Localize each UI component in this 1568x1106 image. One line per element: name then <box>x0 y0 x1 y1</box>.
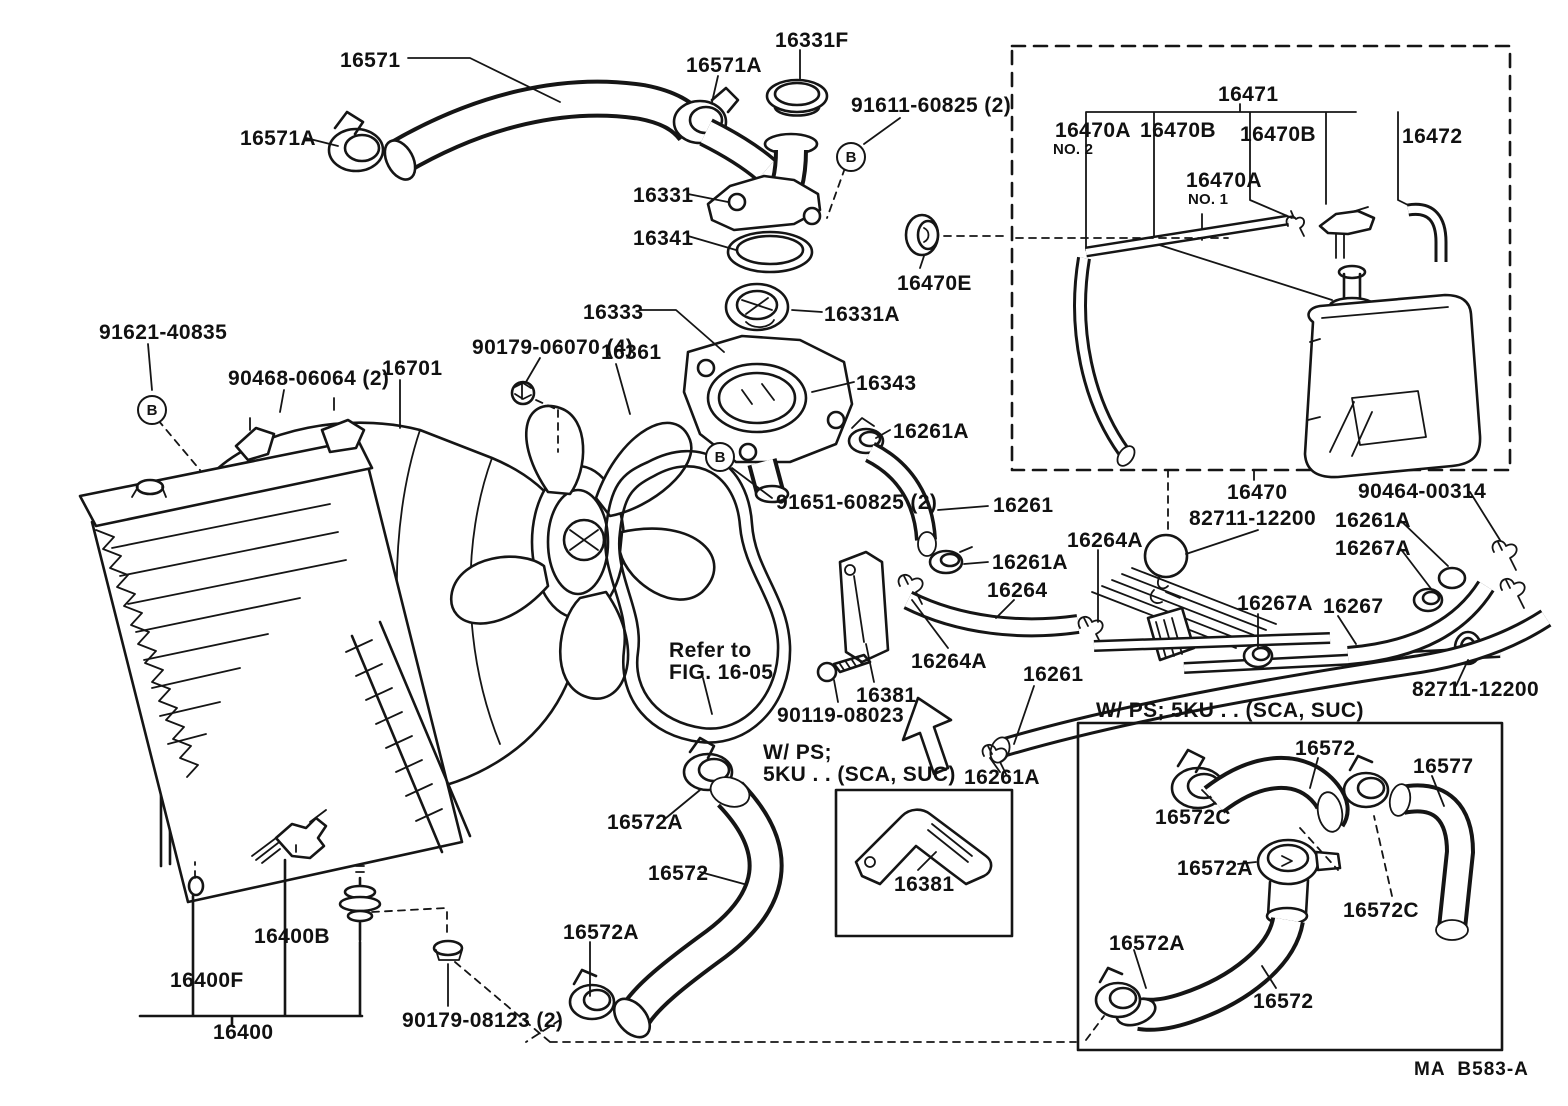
part-label-16267a: 16267A <box>1335 537 1411 560</box>
part-label-91621-40835: 91621-40835 <box>99 321 228 344</box>
part-label-16381: 16381 <box>894 873 955 896</box>
part-label-16333: 16333 <box>583 301 644 324</box>
part-label-16470b: 16470B <box>1140 119 1216 142</box>
figure-code: MA B583-A <box>1414 1059 1529 1080</box>
part-label-16572a: 16572A <box>1177 857 1253 880</box>
part-label-16264a: 16264A <box>911 650 987 673</box>
part-label-16361: 16361 <box>601 341 662 364</box>
part-label-16571a: 16571A <box>686 54 762 77</box>
part-label-16267: 16267 <box>1323 595 1384 618</box>
bracket-inset-box <box>834 788 1014 938</box>
part-label-16343: 16343 <box>856 372 917 395</box>
part-label-16331f: 16331F <box>775 29 849 52</box>
part-label-16261a: 16261A <box>1335 509 1411 532</box>
part-label-16261a: 16261A <box>964 766 1040 789</box>
part-label-16261a: 16261A <box>992 551 1068 574</box>
part-label-16400: 16400 <box>213 1021 274 1044</box>
part-label-16701: 16701 <box>382 357 443 380</box>
lower-radiator-hose <box>568 736 784 1039</box>
bracket-and-bolt <box>816 550 953 776</box>
part-label-16267a: 16267A <box>1237 592 1313 615</box>
part-label-16471: 16471 <box>1218 83 1279 106</box>
variant-note-wps: W/ PS; 5KU . . (SCA, SUC) <box>763 741 956 787</box>
part-label-16381: 16381 <box>856 684 917 707</box>
radiator <box>78 397 1077 1043</box>
part-label-16571a: 16571A <box>240 127 316 150</box>
reservoir-assembly-area <box>904 44 1512 541</box>
part-label-16472: 16472 <box>1402 125 1463 148</box>
figure-reference-note: Refer to FIG. 16-05 <box>669 639 774 685</box>
part-label-90119-08023: 90119-08023 <box>777 704 905 727</box>
part-label-16261: 16261 <box>1023 663 1084 686</box>
part-label-16470: 16470 <box>1227 481 1288 504</box>
part-label-16571: 16571 <box>340 49 401 72</box>
part-label-16470b: 16470B <box>1240 123 1316 146</box>
part-label-16572c: 16572C <box>1155 806 1231 829</box>
water-inlet-housing <box>682 334 854 504</box>
part-label-16572: 16572 <box>1253 990 1314 1013</box>
cooling-fan <box>449 404 716 700</box>
part-label-91611-60825: 91611-60825 (2) <box>851 94 1012 117</box>
part-label-90179-06070: 90179-06070 (4) <box>472 336 634 359</box>
part-label-90179-08123: 90179-08123 (2) <box>402 1009 564 1032</box>
part-label-90468-06064: 90468-06064 (2) <box>228 367 390 390</box>
part-label-16572a: 16572A <box>607 811 683 834</box>
part-label-16264a: 16264A <box>1067 529 1143 552</box>
callout-marker-b: B <box>836 142 866 172</box>
part-label-16400b: 16400B <box>254 925 330 948</box>
part-label-16577: 16577 <box>1413 755 1474 778</box>
part-label-82711-12200: 82711-12200 <box>1189 507 1317 530</box>
part-label-91651-60825: 91651-60825 (2) <box>776 491 938 514</box>
part-label-16400f: 16400F <box>170 969 244 992</box>
drive-belt <box>603 449 792 744</box>
power-steering-inset-box <box>1076 721 1504 1052</box>
part-label-16261: 16261 <box>993 494 1054 517</box>
part-label-16264: 16264 <box>987 579 1048 602</box>
part-label-16470a: 16470A <box>1055 119 1131 142</box>
variant-note-wps-inset: W/ PS; 5KU . . (SCA, SUC) <box>1096 699 1364 722</box>
part-label-16341: 16341 <box>633 227 694 250</box>
part-label-16470a: 16470A <box>1186 169 1262 192</box>
part-label-16572: 16572 <box>648 862 709 885</box>
part-label-16331a: 16331A <box>824 303 900 326</box>
upper-radiator-hose-assembly <box>327 78 829 332</box>
callout-marker-b: B <box>705 442 735 472</box>
leader-lines <box>147 49 1501 1007</box>
part-sublabel-no2: NO. 2 <box>1053 141 1094 158</box>
part-label-16572c: 16572C <box>1343 899 1419 922</box>
part-label-16572a: 16572A <box>1109 932 1185 955</box>
part-label-16261a: 16261A <box>893 420 969 443</box>
part-sublabel-no1: NO. 1 <box>1188 191 1229 208</box>
part-label-90464-00314: 90464-00314 <box>1358 480 1487 503</box>
part-label-16331: 16331 <box>633 184 694 207</box>
part-label-82711-12200: 82711-12200 <box>1412 678 1540 701</box>
part-label-16470e: 16470E <box>897 272 972 295</box>
part-label-16572: 16572 <box>1295 737 1356 760</box>
callout-marker-b: B <box>137 395 167 425</box>
part-label-16572a: 16572A <box>563 921 639 944</box>
